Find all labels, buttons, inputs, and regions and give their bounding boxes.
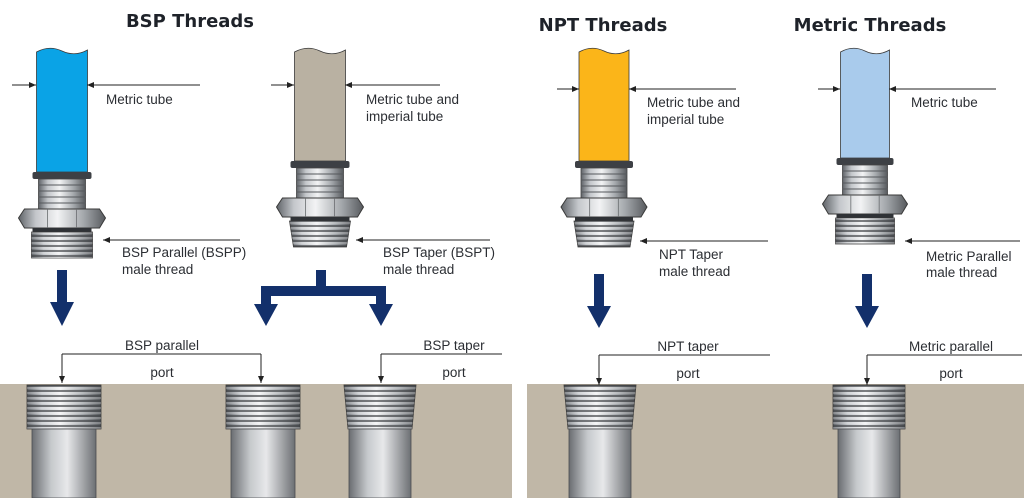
label-npt-tube-1: Metric tube and — [647, 95, 740, 110]
flow-arrows — [50, 270, 879, 328]
thread-ridges — [27, 385, 101, 429]
tube — [294, 47, 346, 162]
collet-ring — [575, 161, 633, 168]
label-npt-thread-2: male thread — [659, 264, 730, 279]
port-bsp-taper — [343, 384, 417, 498]
hex-nut — [17, 208, 107, 229]
thread-ridges — [344, 385, 416, 429]
section-title-npt: NPT Threads — [539, 15, 668, 36]
fitting-bsp-taper — [275, 47, 365, 248]
label-metric-thread-1: Metric Parallel — [926, 249, 1012, 264]
arrow-down-npt — [587, 274, 611, 328]
fitting-bsp-parallel — [17, 47, 107, 259]
label-port-npt-2: port — [676, 366, 700, 381]
label-metric-thread-2: male thread — [926, 265, 997, 280]
arrow-split-bspt — [254, 270, 393, 326]
arrow-down-bspp — [50, 270, 74, 326]
port-npt-taper — [563, 384, 637, 498]
washer — [836, 214, 894, 218]
label-bspp-tube-1: Metric tube — [106, 92, 173, 107]
label-bspt-tube-2: imperial tube — [366, 109, 443, 124]
label-port-bspt-1: BSP taper — [423, 338, 485, 353]
label-bspt-thread-1: BSP Taper (BSPT) — [383, 245, 495, 260]
thread-ridges — [31, 232, 93, 258]
bore — [348, 428, 412, 498]
hex-nut — [821, 194, 909, 215]
body — [580, 167, 628, 199]
section-title-metric: Metric Threads — [794, 15, 947, 36]
thread-ridges — [289, 221, 351, 247]
label-port-metric-1: Metric parallel — [909, 339, 993, 354]
thread-ridges — [833, 385, 905, 429]
label-port-metric-2: port — [939, 366, 963, 381]
hex-nut — [560, 197, 648, 218]
bore — [837, 428, 901, 498]
bore — [568, 428, 632, 498]
arrow-down-metric — [855, 274, 879, 328]
tube — [840, 47, 890, 159]
label-bspp-thread-1: BSP Parallel (BSPP) — [122, 245, 246, 260]
label-bspt-thread-2: male thread — [383, 262, 454, 277]
washer — [32, 228, 92, 232]
collet-ring — [290, 161, 350, 168]
body — [842, 164, 888, 196]
label-port-npt-1: NPT taper — [657, 339, 719, 354]
leader-lines — [12, 82, 1022, 385]
thread-ridges — [835, 218, 895, 244]
bore — [31, 428, 97, 498]
washer — [290, 217, 350, 221]
fitting-npt — [560, 47, 648, 248]
label-bspp-thread-2: male thread — [122, 262, 193, 277]
collet-ring — [836, 158, 894, 165]
thread-ridges — [226, 385, 300, 429]
body — [38, 178, 86, 210]
label-port-bspp-1: BSP parallel — [125, 338, 199, 353]
label-metric-tube-1: Metric tube — [911, 95, 978, 110]
hex-nut — [275, 197, 365, 218]
washer — [575, 217, 633, 221]
label-port-bspp-2: port — [150, 365, 174, 380]
section-title-bsp: BSP Threads — [126, 11, 254, 32]
thread-ridges — [564, 385, 636, 429]
thread-ridges — [574, 221, 634, 247]
label-bspt-tube-1: Metric tube and — [366, 92, 459, 107]
port-bsp-parallel-2 — [225, 384, 301, 498]
label-port-bspt-2: port — [442, 365, 466, 380]
fitting-metric — [821, 47, 909, 245]
collet-ring — [32, 172, 92, 179]
body — [296, 167, 344, 199]
port-bsp-parallel-1 — [26, 384, 102, 498]
port-metric-parallel — [832, 384, 906, 498]
bore — [230, 428, 296, 498]
tube — [578, 47, 630, 162]
label-npt-thread-1: NPT Taper — [659, 247, 724, 262]
label-npt-tube-2: imperial tube — [647, 112, 724, 127]
tube — [36, 47, 88, 173]
